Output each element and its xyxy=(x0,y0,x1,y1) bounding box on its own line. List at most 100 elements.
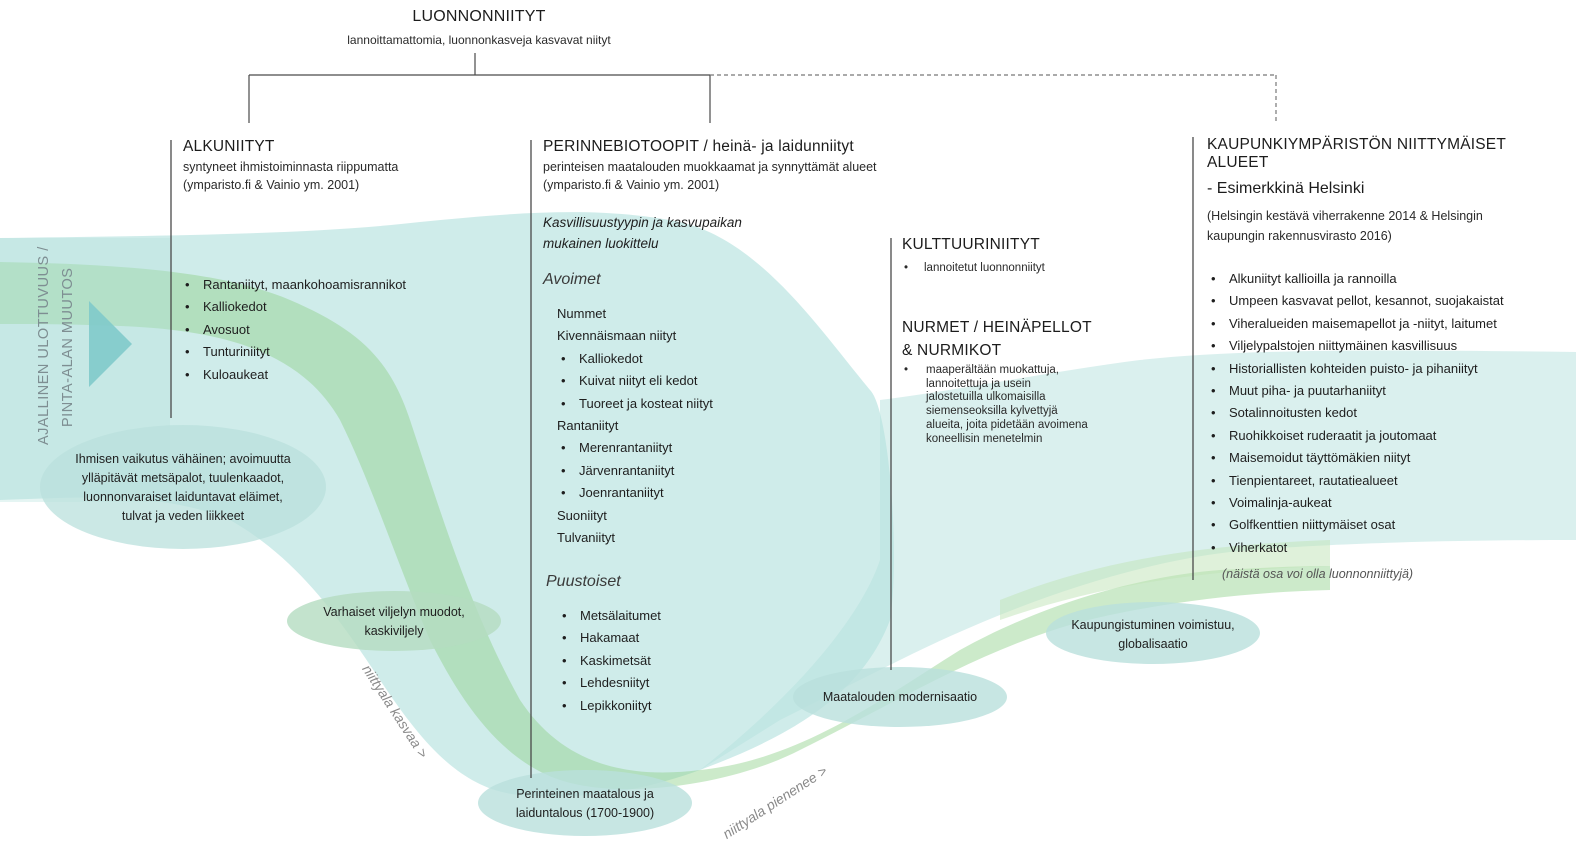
perinne-line1: perinteisen maatalouden muokkaamat ja sy… xyxy=(543,160,877,174)
perinne-line2: (ymparisto.fi & Vainio ym. 2001) xyxy=(543,178,720,192)
nurmet-desc-line: maaperältään muokattuja, xyxy=(926,364,1059,376)
main-title: LUONNONNIITYT xyxy=(412,8,546,25)
list-item: Ruohikkoiset ruderaatit ja joutomaat xyxy=(1207,425,1567,448)
list-item: lannoitetut luonnonniityt xyxy=(900,262,1160,276)
oval-human xyxy=(40,425,326,549)
oval-line: luonnonvaraiset laiduntavat eläimet, xyxy=(83,490,283,504)
nurmet-desc-line: alueita, joita pidetään avoimena xyxy=(926,418,1088,431)
oval-early xyxy=(287,591,501,651)
kaupunki-example: - Esimerkkinä Helsinki xyxy=(1207,180,1365,197)
oval-line: Ihmisen vaikutus vähäinen; avoimuutta xyxy=(75,452,291,466)
list-item: Rantaniityt xyxy=(557,417,619,433)
oval-line: Perinteinen maatalous ja xyxy=(516,787,654,801)
list-item: Kuivat niityt eli kedot xyxy=(557,370,817,393)
oval-line: Maatalouden modernisaatio xyxy=(822,690,978,704)
oval-modern-text: Maatalouden modernisaatio xyxy=(793,688,1007,707)
green-thin-band xyxy=(1000,540,1330,620)
kaupunki-note: (näistä osa voi olla luonnonniittyjä) xyxy=(1222,567,1414,581)
alku-line1: syntyneet ihmistoiminnasta riippumatta xyxy=(183,160,399,174)
oval-urban-text: Kaupungistuminen voimistuu, globalisaati… xyxy=(1046,616,1260,654)
list-item: Kuloaukeat xyxy=(181,364,521,387)
oval-line: Kaupungistuminen voimistuu, xyxy=(1071,618,1235,632)
oval-line: tulvat ja veden liikkeet xyxy=(121,509,245,523)
list-item: Tunturiniityt xyxy=(181,341,521,364)
list-item: Umpeen kasvavat pellot, kesannot, suojak… xyxy=(1207,290,1567,313)
oval-traditional xyxy=(478,770,692,836)
list-item: Golfkenttien niittymäiset osat xyxy=(1207,514,1567,537)
kaupunki-title-line1: KAUPUNKIYMPÄRISTÖN NIITTYMÄISET xyxy=(1207,136,1507,153)
side-label-line1: AJALLINEN ULOTTUVUUS / xyxy=(36,246,52,445)
list-item: Alkuniityt kallioilla ja rannoilla xyxy=(1207,268,1567,291)
green-flow-band xyxy=(0,262,1330,790)
alku-list: Rantaniityt, maankohoamisrannikot Kallio… xyxy=(181,274,521,386)
kaupunki-list: Alkuniityt kallioilla ja rannoilla Umpee… xyxy=(1207,268,1567,559)
list-item: Sotalinnoitusten kedot xyxy=(1207,402,1567,425)
list-item: Lehdesniityt xyxy=(558,672,778,695)
list-item: Muut piha- ja puutarhaniityt xyxy=(1207,380,1567,403)
kaupunki-source-line2: kaupungin rakennusvirasto 2016) xyxy=(1207,228,1392,243)
list-item: Rantaniityt, maankohoamisrannikot xyxy=(181,274,521,297)
list-item: Joenrantaniityt xyxy=(557,482,817,505)
oval-urban xyxy=(1046,602,1260,664)
main-subtitle: lannoittamattomia, luonnonkasveja kasvav… xyxy=(347,33,611,47)
oval-line: kaskiviljely xyxy=(364,624,424,638)
classification-line1: Kasvillisuustyypin ja kasvupaikan xyxy=(543,215,742,230)
oval-line: ylläpitävät metsäpalot, tuulenkaadot, xyxy=(81,471,285,485)
kaupunki-title: KAUPUNKIYMPÄRISTÖN NIITTYMÄISET ALUEET xyxy=(1207,136,1506,172)
perinne-title: PERINNEBIOTOOPIT / heinä- ja laidunniity… xyxy=(543,138,854,155)
open-list: Nummet Kivennäismaan niityt Kalliokedot … xyxy=(557,303,817,549)
list-item: Suoniityt xyxy=(557,507,607,523)
perinne-classification: Kasvillisuustyypin ja kasvupaikan mukain… xyxy=(543,212,742,254)
nurmet-desc-line: jalostetuilla ulkomaisilla xyxy=(926,391,1046,404)
bullet-glyph: • xyxy=(904,364,909,376)
nurmet-title: NURMET / HEINÄPELLOT & NURMIKOT xyxy=(902,316,1092,362)
list-item: Tulvaniityt xyxy=(557,529,616,545)
list-item: Maisemoidut täyttömäkien niityt xyxy=(1207,447,1567,470)
oval-human-text: Ihmisen vaikutus vähäinen; avoimuutta yl… xyxy=(40,450,326,526)
perinne-section: PERINNEBIOTOOPIT / heinä- ja laidunniity… xyxy=(543,138,943,194)
list-item: Kivennäismaan niityt xyxy=(557,328,677,344)
list-item: Viljelypalstojen niittymäinen kasvillisu… xyxy=(1207,335,1567,358)
list-item: Historiallisten kohteiden puisto- ja pih… xyxy=(1207,358,1567,381)
nurmet-desc: • maaperältään muokattuja, lannoitettuja… xyxy=(900,364,1160,446)
hierarchy-lines xyxy=(248,53,1277,123)
right-triangle-arrow xyxy=(89,301,132,387)
kaupunki-title-line2: ALUEET xyxy=(1207,154,1269,171)
nurmet-title-line1: NURMET / HEINÄPELLOT xyxy=(902,319,1092,336)
list-item: Kalliokedot xyxy=(181,296,521,319)
list-item: Kalliokedot xyxy=(557,348,817,371)
nurmet-desc-line: siemenseoksilla kylvettyjä xyxy=(926,405,1058,418)
list-item: Avosuot xyxy=(181,319,521,342)
kulttuuri-title: KULTTUURINIITYT xyxy=(902,236,1040,253)
classification-line2: mukainen luokittelu xyxy=(543,236,659,251)
list-item: Voimalinja-aukeat xyxy=(1207,492,1567,515)
side-label-line2: PINTA-ALAN MUUTOS xyxy=(60,267,76,427)
kulttuuri-list: lannoitetut luonnonniityt xyxy=(900,262,1160,276)
nurmet-desc-line: lannoitettuja ja usein xyxy=(926,377,1031,390)
list-item: Järvenrantaniityt xyxy=(557,460,817,483)
list-item: Lepikkoniityt xyxy=(558,695,778,718)
nurmet-desc-line: koneellisin menetelmin xyxy=(926,432,1043,445)
list-item: Nummet xyxy=(557,306,607,321)
list-item: Merenrantaniityt xyxy=(557,437,817,460)
list-item: Tienpientareet, rautatiealueet xyxy=(1207,470,1567,493)
open-heading: Avoimet xyxy=(543,271,601,288)
oval-modern xyxy=(793,667,1007,727)
oval-traditional-text: Perinteinen maatalous ja laiduntalous (1… xyxy=(478,785,692,823)
alku-line2: (ymparisto.fi & Vainio ym. 2001) xyxy=(183,178,360,192)
list-item: Kaskimetsät xyxy=(558,650,778,673)
wooded-list: Metsälaitumet Hakamaat Kaskimetsät Lehde… xyxy=(558,605,778,717)
oval-early-text: Varhaiset viljelyn muodot, kaskiviljely xyxy=(287,603,501,641)
column-dividers xyxy=(170,137,1194,778)
kaupunki-source: (Helsingin kestävä viherrakenne 2014 & H… xyxy=(1207,207,1483,246)
nurmet-title-line2: & NURMIKOT xyxy=(902,342,1002,359)
kaupunki-source-line1: (Helsingin kestävä viherrakenne 2014 & H… xyxy=(1207,209,1483,223)
list-item: Hakamaat xyxy=(558,627,778,650)
list-item: Viherkatot xyxy=(1207,537,1567,560)
wooded-heading: Puustoiset xyxy=(546,573,621,590)
nurmet-desc-block: • maaperältään muokattuja, lannoitettuja… xyxy=(900,364,1160,446)
list-item: Tuoreet ja kosteat niityt xyxy=(557,393,817,416)
oval-line: Varhaiset viljelyn muodot, xyxy=(323,605,465,619)
alku-title: ALKUNIITYT xyxy=(183,138,275,155)
alku-section: ALKUNIITYT syntyneet ihmistoiminnasta ri… xyxy=(183,138,523,194)
